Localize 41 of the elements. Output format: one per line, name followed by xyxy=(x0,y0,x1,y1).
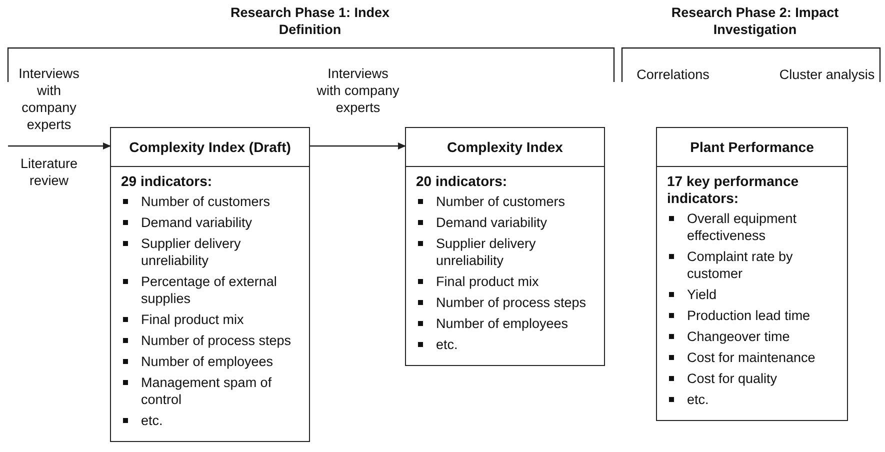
arrow xyxy=(310,142,406,150)
card-subtitle: 17 key performance indicators: xyxy=(667,173,800,207)
card-subtitle: 29 indicators: xyxy=(121,173,214,190)
bullet-item: Supplier delivery unreliability xyxy=(416,235,596,269)
note-label: Cluster analysis xyxy=(778,66,876,83)
bullet-item: Final product mix xyxy=(121,311,301,328)
note-label: Correlations xyxy=(636,66,710,83)
bullet-item: Final product mix xyxy=(416,273,596,290)
bullet-item: Percentage of external supplies xyxy=(121,273,301,307)
bullet-item: Overall equipment effectiveness xyxy=(667,210,839,244)
indicator-card xyxy=(656,127,848,421)
bullet-item: Number of customers xyxy=(416,193,596,210)
bullet-item: Number of customers xyxy=(121,193,301,210)
bullet-item: etc. xyxy=(121,412,301,429)
bullet-item: Supplier delivery unreliability xyxy=(121,235,301,269)
bullet-item: Yield xyxy=(667,286,839,303)
phase-heading: Research Phase 1: Index Definition xyxy=(229,4,391,38)
bullet-item: Demand variability xyxy=(416,214,596,231)
bullet-item: Number of employees xyxy=(416,315,596,332)
bullet-item: Cost for quality xyxy=(667,370,839,387)
bullet-item: Complaint rate by customer xyxy=(667,248,839,282)
bullet-item: Number of employees xyxy=(121,353,301,370)
bullet-item: Number of process steps xyxy=(121,332,301,349)
bullet-item: Demand variability xyxy=(121,214,301,231)
arrow xyxy=(8,142,111,150)
card-title: Plant Performance xyxy=(657,128,847,167)
phase-heading: Research Phase 2: Impact Investigation xyxy=(670,4,840,38)
bullet-item: Production lead time xyxy=(667,307,839,324)
note-label: Literature review xyxy=(19,155,79,189)
card-subtitle: 20 indicators: xyxy=(416,173,508,190)
bullet-item: Cost for maintenance xyxy=(667,349,839,366)
bullet-item: Changeover time xyxy=(667,328,839,345)
indicator-card xyxy=(110,127,310,442)
bullet-item: etc. xyxy=(416,336,596,353)
bullet-item: etc. xyxy=(667,391,839,408)
edge-label: Interviews with company experts xyxy=(316,65,400,116)
card-title: Complexity Index xyxy=(406,128,604,167)
card-title: Complexity Index (Draft) xyxy=(111,128,309,167)
bullet-item: Number of process steps xyxy=(416,294,596,311)
indicator-card xyxy=(405,127,605,366)
note-label: Interviews with company experts xyxy=(18,65,80,133)
